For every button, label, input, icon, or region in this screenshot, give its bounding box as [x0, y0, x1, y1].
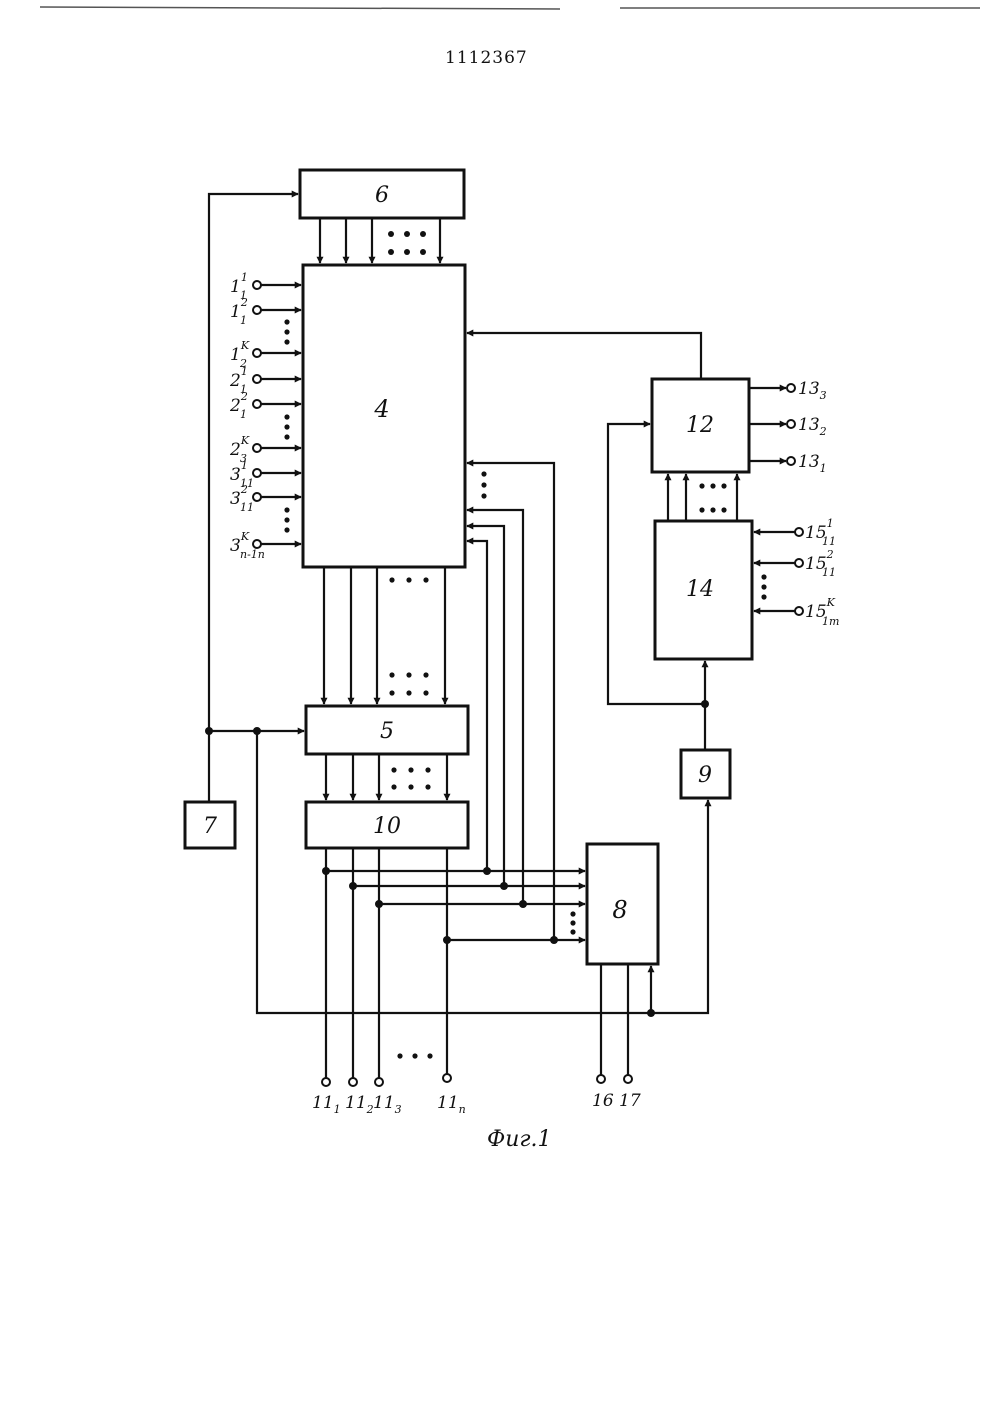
input-2-1-2: [253, 400, 301, 408]
input-1-1-1: [253, 281, 301, 289]
figure-caption: Фиг.1: [487, 1127, 552, 1152]
svg-text:1m: 1m: [822, 615, 839, 628]
scan-border: [40, 7, 980, 9]
outputs-11: [322, 848, 451, 1086]
svg-text:1: 1: [240, 314, 247, 327]
bus-6-to-4: [320, 218, 440, 263]
outputs-13: 133 132 131: [749, 379, 827, 475]
block-9-label: 9: [698, 763, 712, 788]
taps-to-8-and-4: [322, 463, 585, 944]
block-4: 4: [303, 265, 465, 567]
block-5-label: 5: [380, 719, 394, 744]
input-1-2-K: [253, 349, 301, 357]
block-8: 8: [587, 844, 658, 964]
block-5: 5: [306, 706, 468, 754]
block-4-label: 4: [373, 395, 389, 423]
bus-5-to-10: [326, 754, 447, 800]
svg-text:n-1n: n-1n: [240, 548, 265, 561]
block-7-label: 7: [203, 814, 217, 839]
block-7: 7: [185, 802, 235, 848]
inputs-15: 151 11 152 11 15K 1m: [754, 517, 839, 628]
svg-text:11n: 11n: [437, 1093, 466, 1116]
svg-text:11: 11: [822, 566, 836, 579]
block-12: 12: [652, 379, 749, 472]
block-14: 14: [655, 521, 752, 659]
bottom-output-labels: 111 112 113 11n: [312, 1093, 466, 1116]
input-3-n1n-K: [253, 540, 301, 548]
output-16-label: 16: [592, 1091, 614, 1111]
svg-text:11: 11: [822, 535, 836, 548]
input-2-1-1: [253, 375, 301, 383]
block-14-label: 14: [686, 577, 714, 602]
svg-text:113: 113: [373, 1093, 402, 1116]
bus-4-to-5: [324, 567, 445, 704]
svg-text:131: 131: [798, 452, 827, 475]
input-1-1-2: [253, 306, 301, 314]
left-input-terminals: [253, 281, 301, 548]
svg-text:111: 111: [312, 1093, 341, 1116]
block-10: 10: [306, 802, 468, 848]
input-2-3-K: [253, 444, 301, 452]
block-9: 9: [681, 750, 730, 798]
block7-connections: [205, 194, 708, 1017]
svg-text:1: 1: [240, 408, 247, 421]
svg-text:132: 132: [798, 415, 827, 438]
right-connections: [467, 333, 737, 750]
block-12-label: 12: [686, 413, 714, 438]
left-input-labels: 11 1 12 1 1K 2 21 1 22 1 2K 3 31 11 32 1…: [229, 271, 265, 561]
output-17-label: 17: [619, 1091, 641, 1111]
input-3-11-2: [253, 493, 301, 501]
outputs-8: 16 17: [592, 964, 641, 1111]
svg-text:11: 11: [240, 501, 254, 514]
block-6-label: 6: [375, 183, 389, 208]
block-6: 6: [300, 170, 464, 218]
input-3-11-1: [253, 469, 301, 477]
svg-text:112: 112: [345, 1093, 374, 1116]
svg-text:133: 133: [798, 379, 827, 402]
block-10-label: 10: [373, 814, 401, 839]
block-8-label: 8: [612, 896, 627, 924]
